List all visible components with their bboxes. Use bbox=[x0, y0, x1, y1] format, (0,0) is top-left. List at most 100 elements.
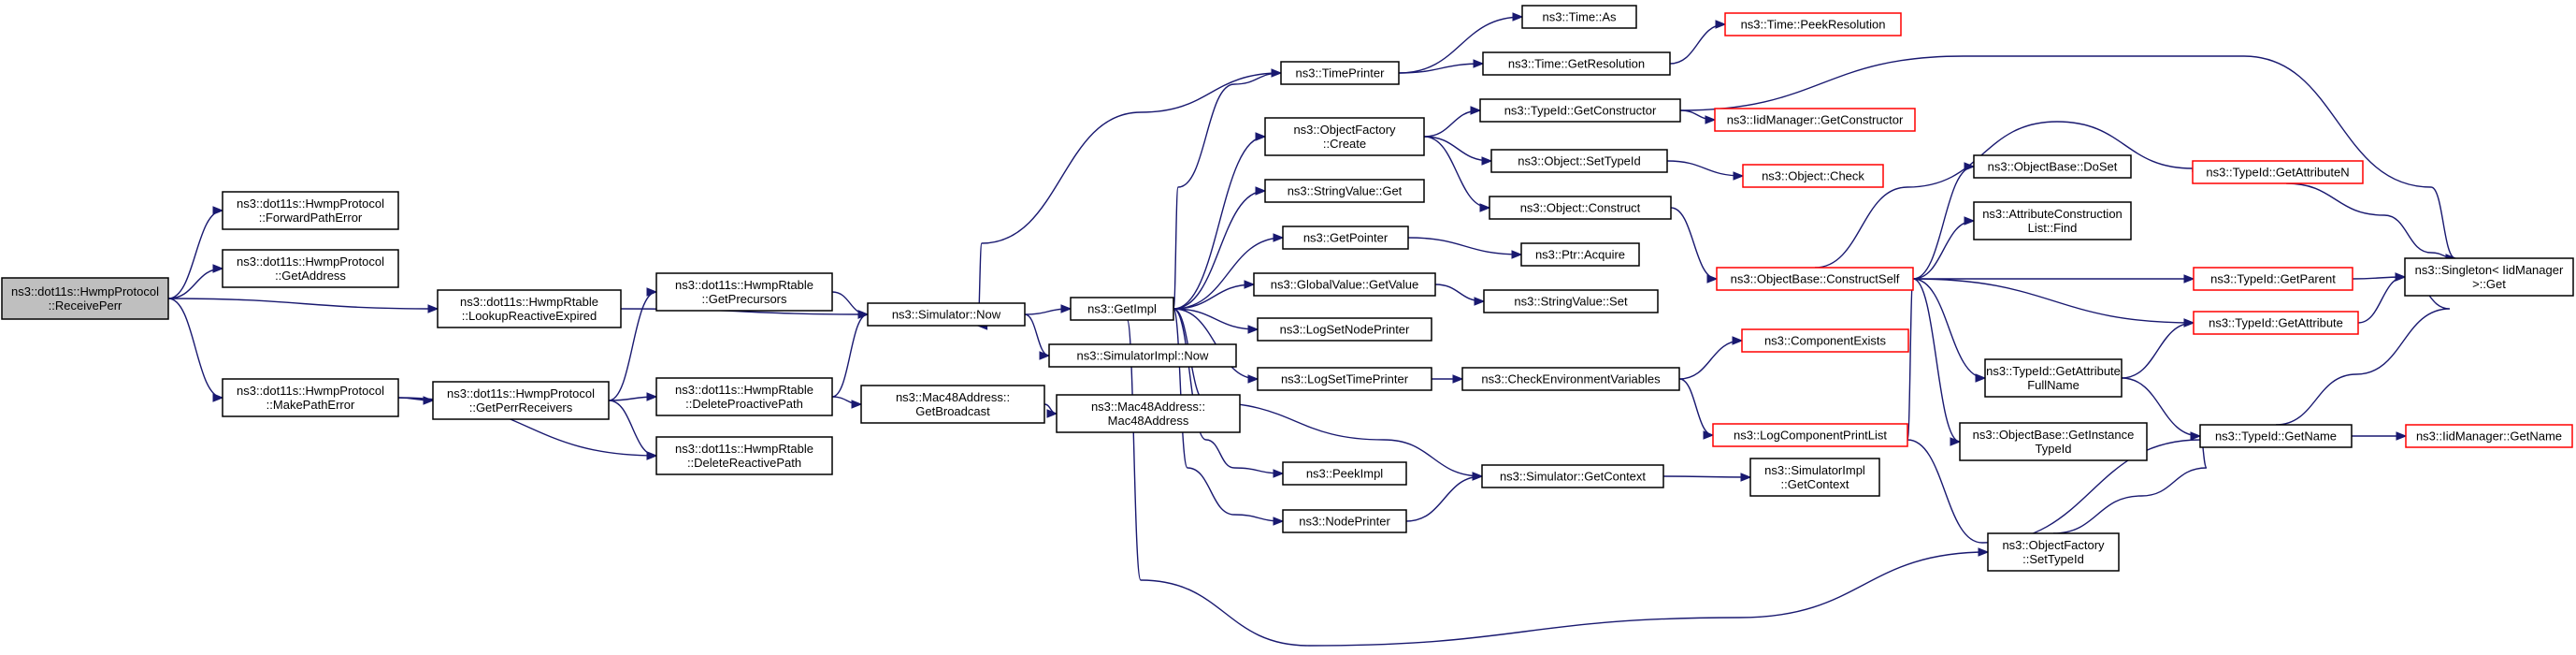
arrowhead bbox=[1715, 20, 1727, 29]
node-label-line: ns3::ObjectBase::GetInstance bbox=[1973, 428, 2135, 442]
node-getPerrRecv[interactable]: ns3::dot11s::HwmpProtocol::GetPerrReceiv… bbox=[432, 381, 610, 420]
node-label-line: ::GetPerrReceivers bbox=[469, 400, 573, 415]
node-makePathErr[interactable]: ns3::dot11s::HwmpProtocol::MakePathError bbox=[222, 378, 399, 417]
edge-line bbox=[2286, 182, 2456, 259]
arrowhead bbox=[1247, 325, 1259, 334]
node-label-line: >::Get bbox=[2472, 277, 2506, 291]
arrowhead bbox=[1950, 437, 1962, 446]
node-timePeekRes[interactable]: ns3::Time::PeekResolution bbox=[1724, 12, 1902, 36]
node-label-line: ns3::dot11s::HwmpRtable bbox=[675, 383, 813, 397]
edge-objBaseConstructSelf-to-objBaseGetInst bbox=[1912, 278, 1962, 446]
node-logSetNode[interactable]: ns3::LogSetNodePrinter bbox=[1257, 317, 1432, 342]
arrowhead bbox=[212, 206, 224, 215]
node-getPointer[interactable]: ns3::GetPointer bbox=[1282, 226, 1409, 250]
node-getPrecursors[interactable]: ns3::dot11s::HwmpRtable::GetPrecursors bbox=[655, 272, 833, 312]
node-label-line: ns3::Time::PeekResolution bbox=[1741, 18, 1886, 32]
node-getAddress[interactable]: ns3::dot11s::HwmpProtocol::GetAddress bbox=[222, 249, 399, 288]
node-peekImpl[interactable]: ns3::PeekImpl bbox=[1282, 461, 1407, 486]
edge-line bbox=[1912, 278, 1961, 443]
node-fwdPathErr[interactable]: ns3::dot11s::HwmpProtocol::ForwardPathEr… bbox=[222, 191, 399, 230]
edge-line bbox=[608, 291, 657, 401]
node-label-line: ns3::SimulatorImpl bbox=[1764, 463, 1865, 477]
node-label-line: ns3::SimulatorImpl::Now bbox=[1077, 349, 1209, 363]
node-objBaseDoSet[interactable]: ns3::ObjectBase::DoSet bbox=[1973, 154, 2132, 179]
arrowhead bbox=[1060, 304, 1072, 313]
node-box bbox=[655, 436, 833, 475]
node-objBaseConstructSelf[interactable]: ns3::ObjectBase::ConstructSelf bbox=[1716, 267, 1914, 291]
node-label-line: ns3::AttributeConstruction bbox=[1982, 207, 2123, 221]
node-box bbox=[867, 302, 1026, 327]
edge-root-to-makePathErr bbox=[167, 298, 224, 402]
node-checkEnv[interactable]: ns3::CheckEnvironmentVariables bbox=[1461, 367, 1680, 391]
node-objCheck[interactable]: ns3::Object::Check bbox=[1742, 164, 1884, 188]
node-label-line: ns3::Singleton< IidManager bbox=[2415, 263, 2564, 277]
node-typeIdGetAttrN[interactable]: ns3::TypeId::GetAttributeN bbox=[2192, 160, 2364, 184]
node-getBroadcast[interactable]: ns3::Mac48Address::GetBroadcast bbox=[860, 385, 1045, 424]
node-label-line: ns3::dot11s::HwmpProtocol bbox=[447, 386, 595, 400]
arrowhead bbox=[1452, 374, 1464, 384]
edge-simNow-to-simImplNow bbox=[1024, 313, 1051, 360]
node-singletonGet[interactable]: ns3::Singleton< IidManager >::Get bbox=[2404, 257, 2574, 297]
node-box bbox=[1481, 464, 1664, 488]
node-objSetTypeId[interactable]: ns3::Object::SetTypeId bbox=[1490, 149, 1668, 173]
node-strValGet[interactable]: ns3::StringValue::Get bbox=[1264, 179, 1425, 203]
node-box bbox=[1987, 532, 2120, 572]
edge-line bbox=[1669, 23, 1726, 65]
node-nodePrinter[interactable]: ns3::NodePrinter bbox=[1282, 509, 1407, 533]
node-lookupRE[interactable]: ns3::dot11s::HwmpRtable::LookupReactiveE… bbox=[437, 289, 622, 328]
node-typeIdGetName[interactable]: ns3::TypeId::GetName bbox=[2199, 424, 2353, 448]
node-timePrinter[interactable]: ns3::TimePrinter bbox=[1280, 61, 1400, 85]
node-iidGetCtor[interactable]: ns3::IidManager::GetConstructor bbox=[1714, 108, 1916, 132]
node-objConstruct[interactable]: ns3::Object::Construct bbox=[1489, 196, 1672, 220]
node-typeIdGetParent[interactable]: ns3::TypeId::GetParent bbox=[2193, 267, 2353, 291]
node-timeAs[interactable]: ns3::Time::As bbox=[1521, 5, 1637, 29]
node-objFactSetTypeId[interactable]: ns3::ObjectFactory::SetTypeId bbox=[1987, 532, 2120, 572]
node-box bbox=[1490, 149, 1668, 173]
edge-line bbox=[1398, 63, 1484, 74]
edge-checkEnv-to-compExists bbox=[1678, 336, 1744, 380]
node-box bbox=[1716, 267, 1914, 291]
node-compExists[interactable]: ns3::ComponentExists bbox=[1741, 328, 1909, 353]
edge-line bbox=[167, 298, 223, 399]
node-simNow[interactable]: ns3::Simulator::Now bbox=[867, 302, 1026, 327]
node-typeIdGetCtor[interactable]: ns3::TypeId::GetConstructor bbox=[1479, 98, 1681, 123]
edge-line bbox=[1423, 136, 1492, 162]
arrowhead bbox=[2190, 431, 2202, 441]
arrowhead bbox=[1740, 473, 1752, 482]
node-typeIdGetAttr[interactable]: ns3::TypeId::GetAttribute bbox=[2193, 311, 2359, 335]
node-strValSet[interactable]: ns3::StringValue::Set bbox=[1483, 289, 1659, 313]
node-logSetTime[interactable]: ns3::LogSetTimePrinter bbox=[1257, 367, 1432, 391]
node-getImpl[interactable]: ns3::GetImpl bbox=[1070, 297, 1174, 321]
arrowhead bbox=[1273, 517, 1285, 526]
node-ptrAcquire[interactable]: ns3::Ptr::Acquire bbox=[1520, 242, 1640, 267]
edge-line bbox=[1912, 166, 1975, 280]
edge-line bbox=[1173, 237, 1284, 310]
edge-getImpl-to-objFactSetTypeId bbox=[1126, 319, 1990, 647]
node-globalValGet[interactable]: ns3::GlobalValue::GetValue bbox=[1253, 272, 1436, 297]
node-objFactCreate[interactable]: ns3::ObjectFactory::Create bbox=[1264, 117, 1425, 156]
node-root[interactable]: ns3::dot11s::HwmpProtocol::ReceivePerr bbox=[1, 277, 169, 320]
node-timeGetRes[interactable]: ns3::Time::GetResolution bbox=[1482, 51, 1671, 76]
node-box bbox=[1482, 51, 1671, 76]
arrowhead bbox=[1039, 351, 1051, 360]
node-delProactive[interactable]: ns3::dot11s::HwmpRtable::DeleteProactive… bbox=[655, 377, 833, 416]
node-iidGetName[interactable]: ns3::IidManager::GetName bbox=[2405, 424, 2573, 448]
node-label-line: ::GetAddress bbox=[275, 269, 346, 283]
node-mac48[interactable]: ns3::Mac48Address::Mac48Address bbox=[1056, 394, 1241, 433]
node-label-line: ::MakePathError bbox=[266, 398, 355, 412]
edge-typeIdGetAttrFull-to-typeIdGetAttr bbox=[2121, 318, 2195, 379]
arrowhead bbox=[1273, 469, 1285, 478]
arrowhead bbox=[1732, 336, 1744, 345]
edge-line bbox=[1912, 220, 1975, 280]
node-simImplGetCtx[interactable]: ns3::SimulatorImpl::GetContext bbox=[1749, 458, 1880, 497]
edge-logSetTime-to-checkEnv bbox=[1432, 374, 1464, 384]
edge-line bbox=[831, 291, 869, 315]
node-simGetCtx[interactable]: ns3::Simulator::GetContext bbox=[1481, 464, 1664, 488]
node-logCompPrint[interactable]: ns3::LogComponentPrintList bbox=[1712, 423, 1908, 447]
node-simImplNow[interactable]: ns3::SimulatorImpl::Now bbox=[1048, 343, 1237, 368]
node-delReactive[interactable]: ns3::dot11s::HwmpRtable::DeleteReactiveP… bbox=[655, 436, 833, 475]
node-label-line: ns3::Mac48Address:: bbox=[1091, 400, 1205, 414]
